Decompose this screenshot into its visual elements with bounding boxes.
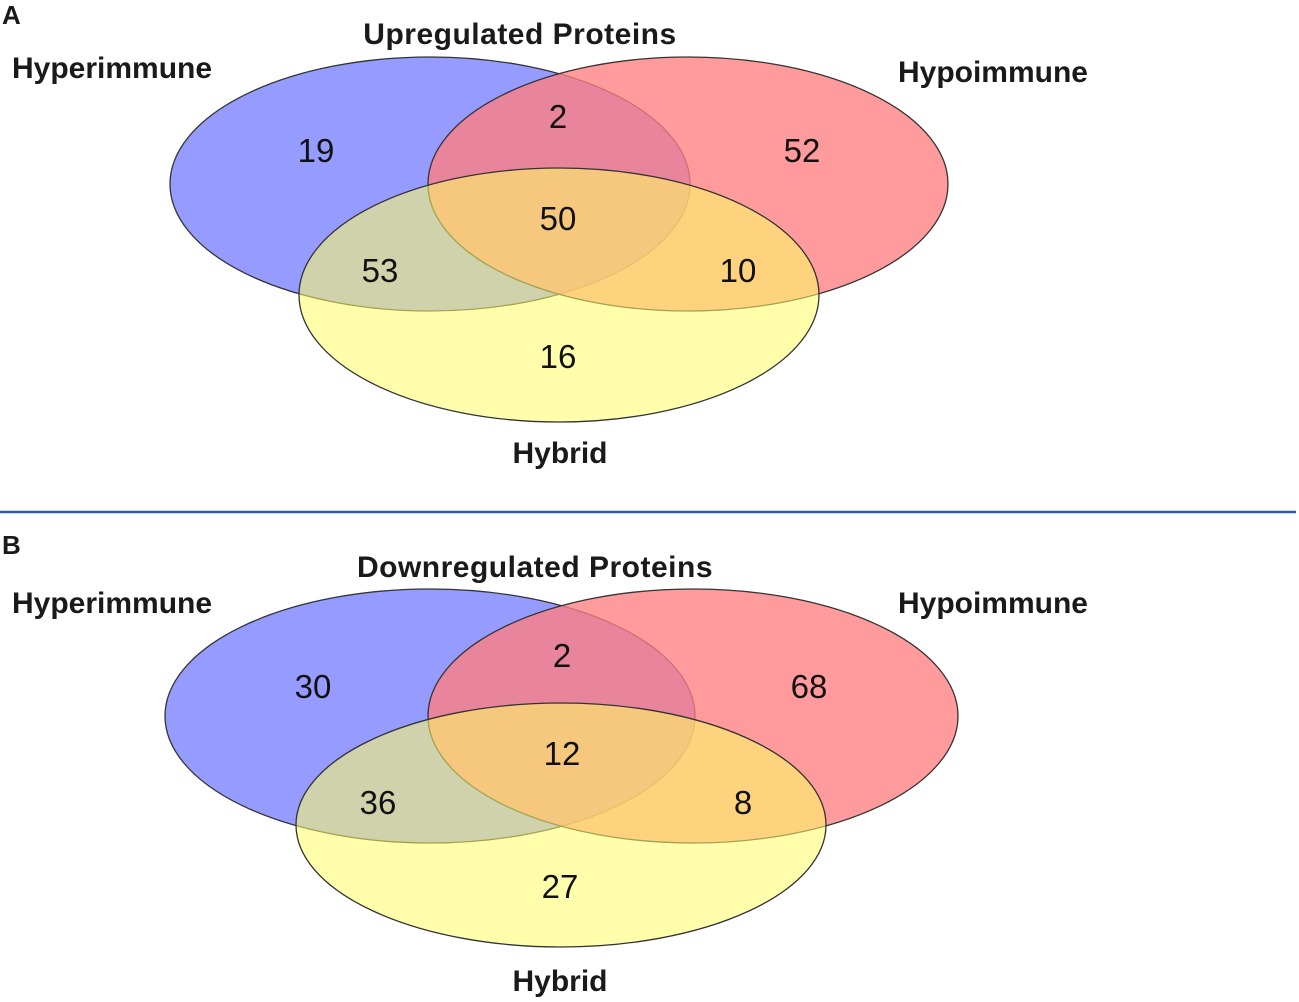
panel-b-hybrid-label: Hybrid (512, 965, 607, 998)
panel-a-hypoimmune-label: Hypoimmune (898, 56, 1088, 89)
panel-a-hypo-hybrid-count: 10 (720, 252, 757, 289)
panel-b-title: Downregulated Proteins (357, 551, 713, 584)
panel-a-hybrid-only-count: 16 (540, 338, 577, 375)
panel-b-letter: B (2, 530, 21, 560)
panel-a-hyper-hybrid-count: 53 (362, 252, 399, 289)
panel-b-hypo-hybrid-count: 8 (734, 784, 752, 821)
panel-a-title: Upregulated Proteins (363, 18, 676, 51)
panel-b-hyper-hypo-count: 2 (553, 637, 571, 674)
panel-b-hybrid-ellipse (295, 702, 827, 948)
panel-a-hyperimmune-label: Hyperimmune (12, 52, 212, 85)
panel-b-hyper-hybrid-count: 36 (360, 784, 397, 821)
panel-b-all-three-count: 12 (544, 735, 581, 772)
panel-a-letter: A (2, 0, 21, 30)
panel-b: B Downregulated Proteins Hyperimmune Hyp… (2, 530, 1088, 998)
panel-a-hypo-only-count: 52 (784, 132, 821, 169)
panel-a-hybrid-label: Hybrid (512, 437, 607, 470)
panel-b-hyperimmune-label: Hyperimmune (12, 587, 212, 620)
panel-a-hyper-hypo-count: 2 (549, 98, 567, 135)
panel-a-hybrid-ellipse (298, 167, 820, 423)
panel-a-hyper-only-count: 19 (298, 132, 335, 169)
panel-b-hyper-only-count: 30 (295, 668, 332, 705)
panel-b-hypo-only-count: 68 (791, 668, 828, 705)
panel-a: A Upregulated Proteins Hyperimmune Hypoi… (2, 0, 1088, 470)
panel-b-hypoimmune-label: Hypoimmune (898, 587, 1088, 620)
panel-b-hybrid-only-count: 27 (542, 868, 579, 905)
panel-a-all-three-count: 50 (540, 200, 577, 237)
